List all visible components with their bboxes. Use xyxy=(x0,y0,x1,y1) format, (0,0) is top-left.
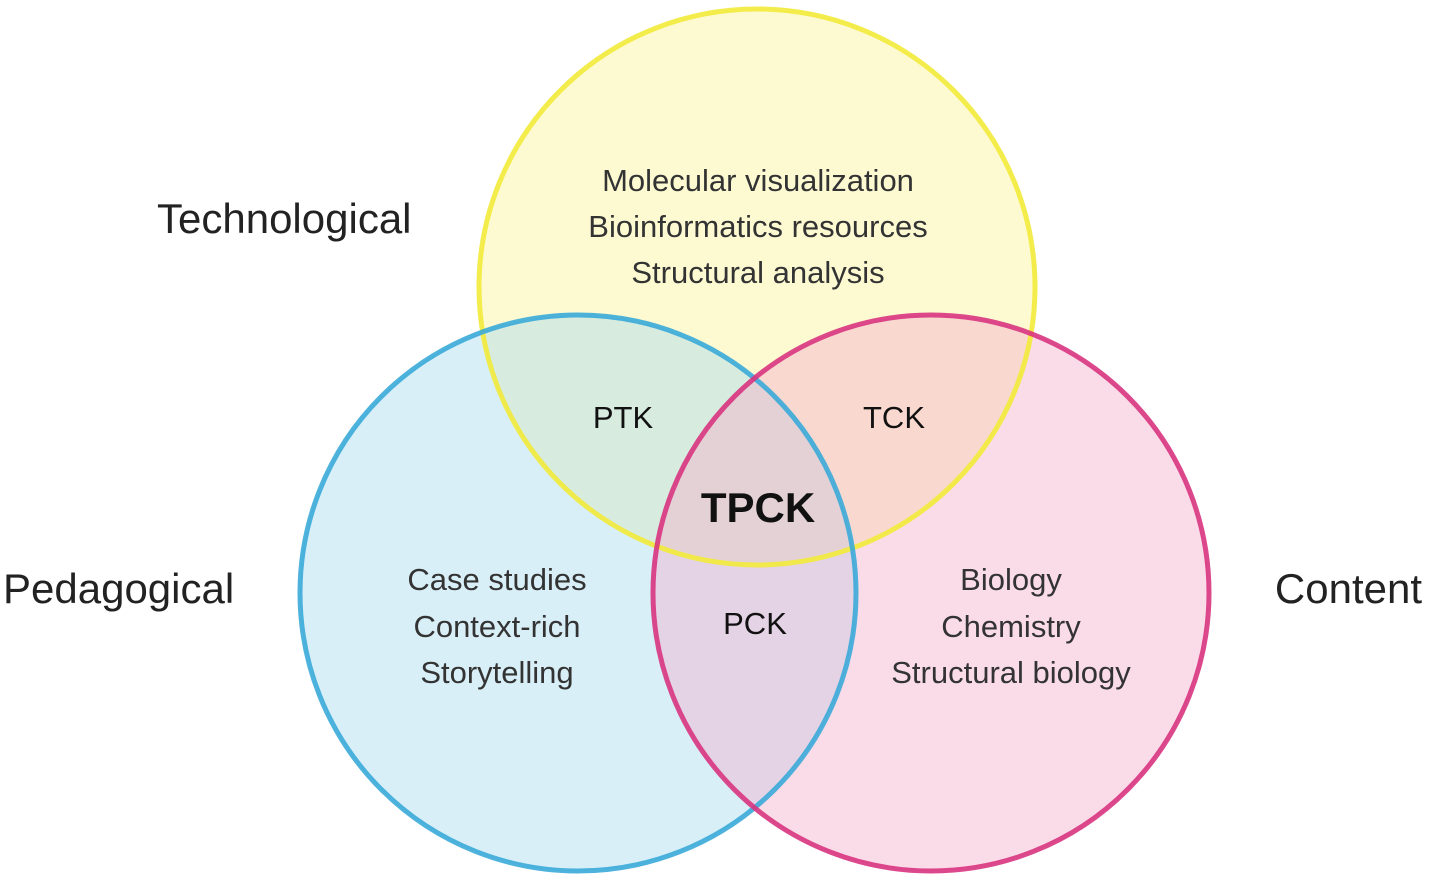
technological-circle-outline xyxy=(476,6,1038,568)
content-item: Structural biology xyxy=(891,655,1131,690)
pedagogical-item: Case studies xyxy=(407,562,586,597)
content-circle-outline xyxy=(650,312,1212,874)
pedagogical-item: Context-rich xyxy=(413,609,580,644)
pedagogical-items: Case studies Context-rich Storytelling xyxy=(407,562,586,690)
pedagogical-item: Storytelling xyxy=(420,655,573,690)
content-item: Chemistry xyxy=(941,609,1081,644)
content-circle xyxy=(653,315,1209,871)
technological-item: Bioinformatics resources xyxy=(588,209,927,244)
technological-items: Molecular visualization Bioinformatics r… xyxy=(588,163,927,290)
tpck-label: TPCK xyxy=(701,484,815,531)
technological-item: Molecular visualization xyxy=(602,163,914,198)
pck-label: PCK xyxy=(723,606,787,641)
technological-circle xyxy=(479,9,1035,565)
pedagogical-circle-outline xyxy=(297,312,859,874)
circle-outlines xyxy=(297,6,1212,874)
technological-label: Technological xyxy=(157,195,412,242)
content-items: Biology Chemistry Structural biology xyxy=(891,562,1131,690)
content-item: Biology xyxy=(960,562,1062,597)
pedagogical-label: Pedagogical xyxy=(3,565,234,612)
tck-label: TCK xyxy=(863,400,925,435)
technological-item: Structural analysis xyxy=(631,255,884,290)
pedagogical-circle xyxy=(300,315,856,871)
content-label: Content xyxy=(1275,565,1422,612)
ptk-label: PTK xyxy=(593,400,654,435)
circle-fills xyxy=(300,9,1209,871)
